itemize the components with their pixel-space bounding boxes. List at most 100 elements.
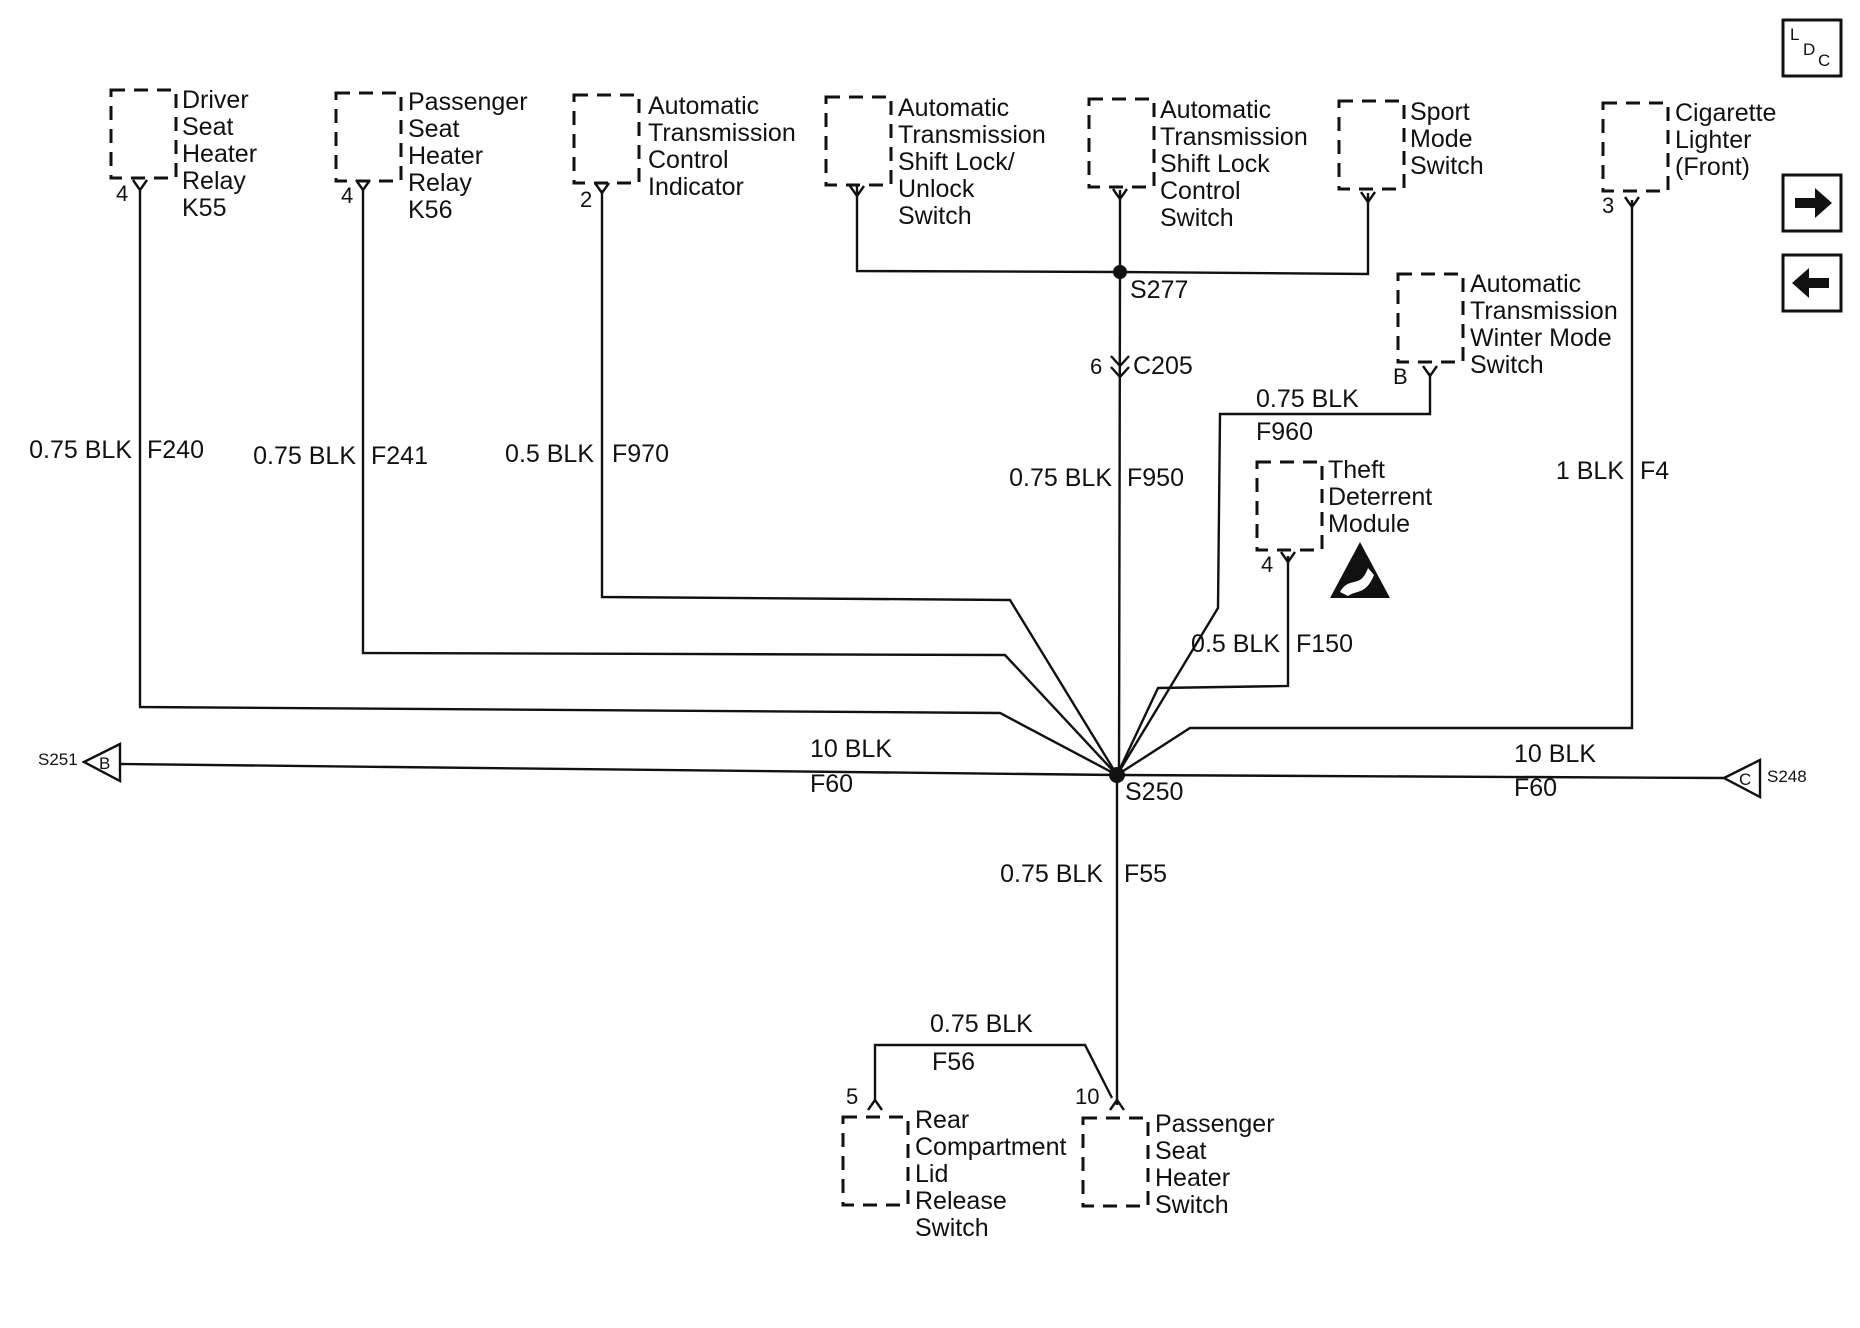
component-boxes [109,88,1670,1208]
wire-circuit-f950: F950 [1127,464,1184,492]
pin-fork [594,182,610,196]
pin-c205: 6 [1090,354,1102,379]
pin-fork [849,185,865,199]
wire-gauge-f950: 0.75 BLK [1009,464,1112,492]
label-passenger-seat-heater-relay: Passenger Seat Heater Relay K56 [408,88,534,224]
connector-label-c205: C205 [1133,352,1193,380]
wire-f241 [361,188,1118,776]
label-shift-lock-unlock-switch: Automatic Transmission Shift Lock/ Unloc… [898,94,1053,230]
label-passenger-seat-heater-switch: Passenger Seat Heater Switch [1155,1110,1281,1219]
arrow-right-icon [1795,188,1832,218]
sport-mode-box [1337,99,1406,191]
splice-dot-s250 [1109,767,1125,783]
wire-circuit-f56: F56 [932,1048,975,1076]
label-shift-lock-control-switch: Automatic Transmission Shift Lock Contro… [1160,96,1315,232]
esd-warning-icon [1330,542,1390,598]
pin-fork [1112,188,1128,202]
wire-circuit-f4: F4 [1640,457,1669,485]
wire-f60-left [119,762,1118,777]
wire-gauge-f970: 0.5 BLK [505,440,594,468]
ldc-l: L [1790,25,1799,44]
wire-f4 [1116,200,1634,777]
pin-fork [1360,191,1376,205]
offpage-right-splice: S248 [1767,767,1807,786]
pin-cigarette: 3 [1602,193,1614,218]
winter-mode-box [1396,272,1465,364]
wire-circuit-f970: F970 [612,440,669,468]
ldc-c: C [1818,51,1830,70]
splice-label-s250: S250 [1125,778,1183,806]
wire-circuit-f60-right: F60 [1514,774,1557,802]
offpage-left-letter: B [99,754,110,773]
label-theft-deterrent-module: Theft Deterrent Module [1328,456,1439,538]
shift-lock-control-box [1087,97,1156,189]
wire-f240 [138,188,1118,777]
back-button[interactable] [1781,253,1843,313]
wire-gauge-f56: 0.75 BLK [930,1010,1033,1038]
wire-gauge-f4: 1 BLK [1556,457,1624,485]
rear-compartment-box [841,1115,910,1207]
connector-c205-symbol [1110,355,1130,379]
ldc-locator-button[interactable]: L D C [1781,18,1843,78]
wire-f950 [1117,271,1122,776]
pin-fork [132,179,148,193]
label-rear-compartment-switch: Rear Compartment Lid Release Switch [915,1106,1073,1242]
wire-gauge-f150: 0.5 BLK [1191,630,1280,658]
wire-gauge-f55: 0.75 BLK [1000,860,1103,888]
pin-rear-compartment: 5 [846,1084,858,1109]
wire-circuit-f960: F960 [1256,418,1313,446]
label-winter-mode-switch: Automatic Transmission Winter Mode Switc… [1470,270,1625,379]
wire-gauge-f60-right: 10 BLK [1514,740,1596,768]
wire-f56 [873,1043,1114,1102]
forward-button[interactable] [1781,173,1843,233]
wire-circuit-f241: F241 [371,442,428,470]
wire-gauge-f240: 0.75 BLK [29,436,132,464]
label-atc-indicator: Automatic Transmission Control Indicator [648,92,803,201]
pin-fork-up [1109,1097,1125,1111]
offpage-right-letter: C [1739,770,1751,789]
theft-deterrent-box [1255,460,1324,552]
pin-winter-mode: B [1393,364,1408,389]
wire-sport-mode [1119,193,1370,276]
arrow-left-icon [1792,268,1829,298]
pin-passenger: 4 [341,183,353,208]
wire-shift-lock-unlock [855,185,1121,274]
wire-f60-right [1116,773,1725,780]
pin-driver: 4 [116,181,128,206]
passenger-relay-box [334,91,403,183]
wire-gauge-f241: 0.75 BLK [253,442,356,470]
offpage-left-splice: S251 [38,750,78,769]
wiring [119,185,1725,1105]
pin-passenger-switch: 10 [1075,1084,1099,1109]
pin-fork [1280,551,1296,565]
wire-f150 [1115,556,1290,776]
pin-fork [1422,365,1438,379]
pin-fork-up [867,1097,883,1111]
label-cigarette-lighter: Cigarette Lighter (Front) [1675,99,1783,181]
offpage-connector-left: B S251 [38,742,122,783]
wire-circuit-f150: F150 [1296,630,1353,658]
label-driver-seat-heater-relay: Driver Seat Heater Relay K55 [182,86,264,222]
passenger-switch-box [1081,1116,1150,1208]
wire-f960 [1115,373,1432,776]
splice-dot-s277 [1113,265,1127,279]
wire-f970 [600,190,1119,776]
wire-circuit-f240: F240 [147,436,204,464]
pin-theft: 4 [1261,552,1273,577]
wire-circuit-f55: F55 [1124,860,1167,888]
ldc-d: D [1803,40,1815,59]
label-sport-mode-switch: Sport Mode Switch [1410,98,1484,180]
atc-indicator-box [572,93,641,185]
splice-label-s277: S277 [1130,276,1188,304]
shift-lock-unlock-box [824,95,893,187]
offpage-connector-right: C S248 [1721,758,1807,799]
cigarette-lighter-box [1601,101,1670,193]
driver-relay-box [109,88,178,180]
pin-fork [355,179,371,193]
wire-gauge-f960: 0.75 BLK [1256,385,1359,413]
pin-atc-indicator: 2 [580,187,592,212]
pin-fork [1624,196,1640,210]
wire-gauge-f60-left: 10 BLK [810,735,892,763]
wire-circuit-f60-left: F60 [810,770,853,798]
